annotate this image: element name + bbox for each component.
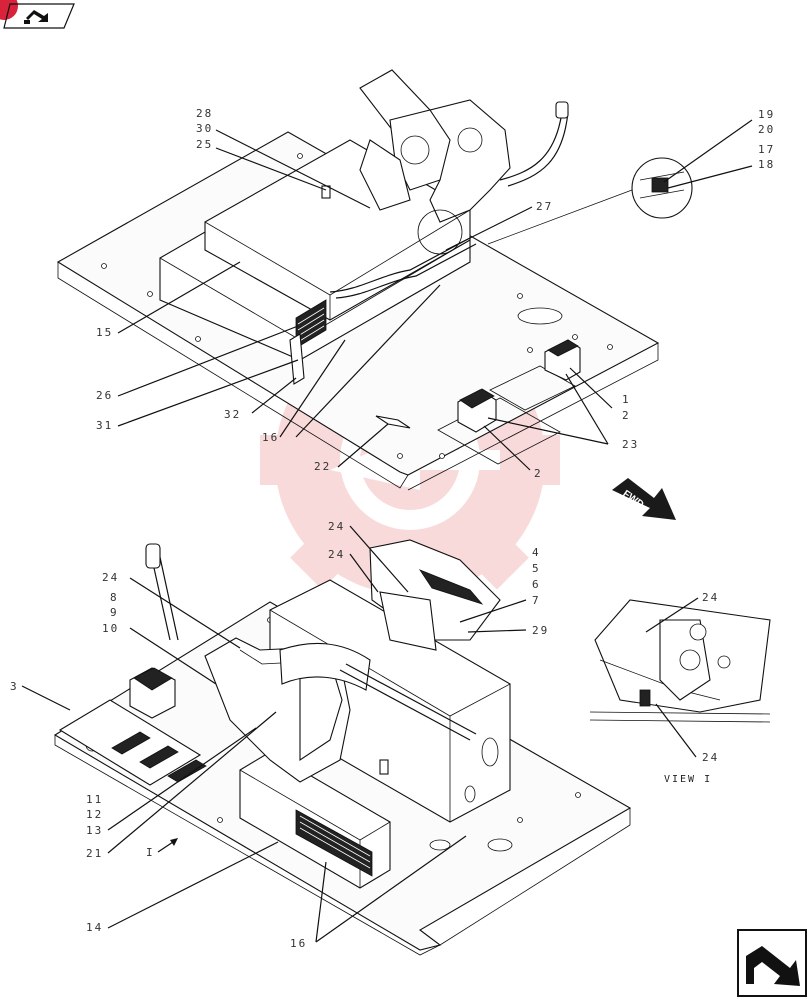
- callout-24-mid-a: 24: [328, 520, 345, 533]
- view-i-detail: [589, 599, 771, 723]
- callout-13: 13: [86, 824, 103, 837]
- leader-lines: [21, 119, 753, 943]
- callout-19: 19: [758, 108, 775, 121]
- callout-8: 8: [110, 591, 119, 604]
- callout-2-right: 2: [622, 409, 631, 422]
- callout-18: 18: [758, 158, 775, 171]
- callout-12: 12: [86, 808, 103, 821]
- callout-29: 29: [532, 624, 549, 637]
- callout-24-mid-b: 24: [328, 548, 345, 561]
- callout-26: 26: [96, 389, 113, 402]
- callout-labels: 28 30 25 19 20 17 18 27 15 26 31 32 16 2…: [10, 107, 775, 950]
- callout-14: 14: [86, 921, 103, 934]
- forward-arrow-icon: [746, 946, 800, 986]
- callout-25: 25: [196, 138, 213, 151]
- callout-22: 22: [314, 460, 331, 473]
- callout-24-view-top: 24: [702, 591, 719, 604]
- forward-arrow-icon: [24, 10, 48, 24]
- callout-30: 30: [196, 122, 213, 135]
- nav-badge[interactable]: [0, 0, 75, 29]
- view-marker-label: I: [146, 846, 155, 859]
- callout-16-lower: 16: [290, 937, 307, 950]
- callout-16-top: 16: [262, 431, 279, 444]
- callout-27: 27: [536, 200, 553, 213]
- callout-20: 20: [758, 123, 775, 136]
- callout-17: 17: [758, 143, 775, 156]
- callout-10: 10: [102, 622, 119, 635]
- callout-9: 9: [110, 606, 119, 619]
- callout-23: 23: [622, 438, 639, 451]
- lower-assembly: [53, 539, 632, 956]
- upper-assembly: [56, 69, 660, 491]
- callout-32: 32: [224, 408, 241, 421]
- callout-28: 28: [196, 107, 213, 120]
- callout-7: 7: [532, 594, 541, 607]
- callout-1: 1: [622, 393, 631, 406]
- view-marker-arrow: [170, 838, 178, 846]
- callout-15: 15: [96, 326, 113, 339]
- callout-6: 6: [532, 578, 541, 591]
- view-i-label: VIEW I: [664, 774, 712, 785]
- callout-5: 5: [532, 562, 541, 575]
- fwd-arrow: FWD: [612, 478, 676, 520]
- callout-2-mid: 2: [534, 467, 543, 480]
- callout-31: 31: [96, 419, 113, 432]
- next-page-button[interactable]: [737, 929, 807, 997]
- callout-11: 11: [86, 793, 103, 806]
- callout-3: 3: [10, 680, 19, 693]
- callout-24-lower: 24: [102, 571, 119, 584]
- callout-4: 4: [532, 546, 541, 559]
- callout-24-view-bottom: 24: [702, 751, 719, 764]
- callout-21: 21: [86, 847, 103, 860]
